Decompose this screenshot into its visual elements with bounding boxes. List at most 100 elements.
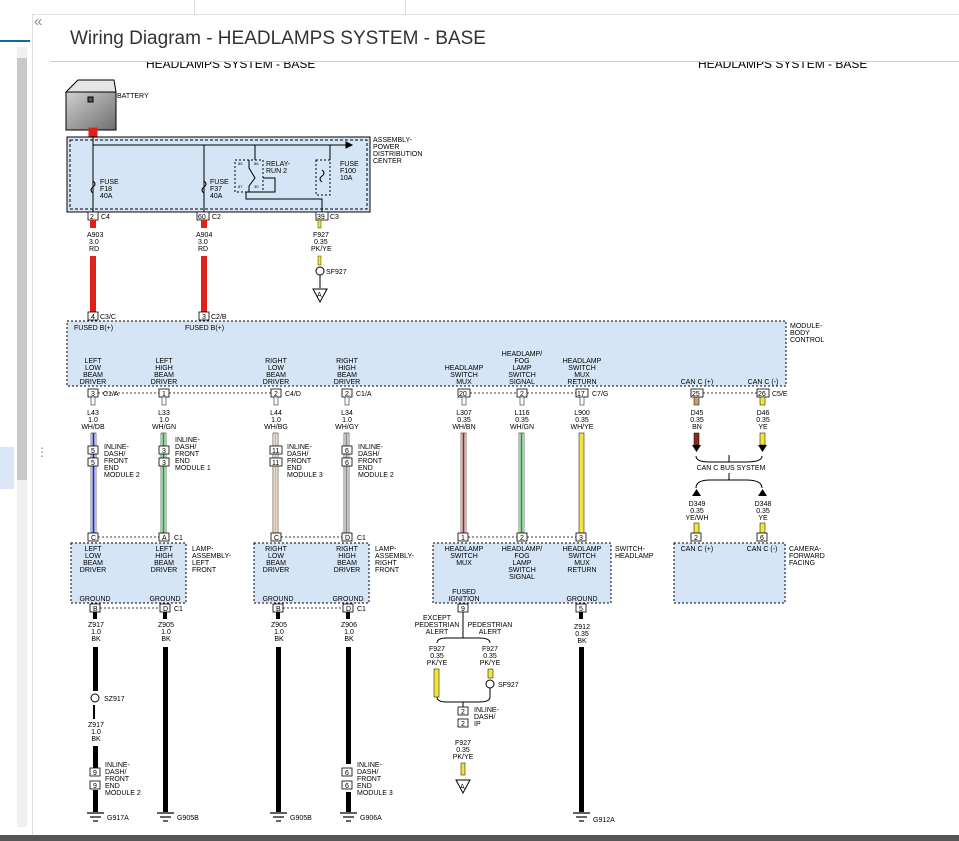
pin-5: 5 bbox=[579, 606, 583, 613]
bcm-rlb-1: RIGHT bbox=[265, 358, 288, 365]
power-distribution-center[interactable] bbox=[66, 136, 371, 213]
bcm-llb-1: LEFT bbox=[84, 358, 102, 365]
d349-gauge: 0.35 bbox=[690, 508, 704, 515]
f927-id: F927 bbox=[313, 232, 329, 239]
z906-gauge: 1.0 bbox=[344, 629, 354, 636]
d349-color: YE/WH bbox=[686, 515, 709, 522]
left-side-panel bbox=[0, 14, 33, 841]
conn-c1: C1 bbox=[357, 606, 366, 613]
diagram-header-right: HEADLAMPS SYSTEM - BASE bbox=[698, 62, 867, 71]
conn-c1: C1 bbox=[357, 535, 366, 542]
d348-gauge: 0.35 bbox=[756, 508, 770, 515]
bcm-llb-4: DRIVER bbox=[80, 379, 106, 386]
rf-title-1: LAMP- bbox=[375, 546, 397, 553]
d348-id: D348 bbox=[755, 501, 772, 508]
wiring-diagram[interactable]: HEADLAMPS SYSTEM - BASE HEADLAMPS SYSTEM… bbox=[50, 62, 959, 835]
double-chevron-left-icon: « bbox=[34, 13, 43, 30]
wire-l34-tracer bbox=[345, 433, 348, 533]
pin-box bbox=[690, 532, 702, 542]
pdc-label-3: DISTRIBUTION bbox=[373, 151, 422, 158]
camera-forward-facing[interactable] bbox=[673, 542, 786, 604]
a904-gauge: 3.0 bbox=[198, 239, 208, 246]
splice-sz917-label: SZ917 bbox=[104, 696, 125, 703]
a903-id: A903 bbox=[87, 232, 103, 239]
bcm-hfl-2: FOG bbox=[514, 358, 529, 365]
conn-c1a-2: C1/A bbox=[356, 391, 372, 398]
pin-2c: 2 bbox=[520, 391, 524, 398]
wire-l33-tracer bbox=[162, 433, 165, 533]
pin-c: C bbox=[274, 535, 279, 542]
z905b-color: BK bbox=[274, 636, 284, 643]
bcm-hfl-1: HEADLAMP/ bbox=[502, 351, 543, 358]
sw-fog-1: HEADLAMP/ bbox=[502, 546, 543, 553]
pin-box bbox=[341, 767, 353, 777]
l34-color: WH/GY bbox=[335, 424, 359, 431]
pin-9: 9 bbox=[461, 606, 465, 613]
lf-low-4: DRIVER bbox=[80, 567, 106, 574]
sw-mux-3: MUX bbox=[456, 560, 472, 567]
pin-box bbox=[457, 706, 469, 716]
rf-ground-1: GROUND bbox=[262, 596, 293, 603]
fuse-f37-l3: 40A bbox=[210, 193, 223, 200]
inline-pin: 2 bbox=[461, 721, 465, 728]
vertical-dots-icon: ⋮ bbox=[36, 445, 48, 459]
f927-gauge: 0.35 bbox=[314, 239, 328, 246]
z912-gauge: 0.35 bbox=[575, 631, 589, 638]
conn-c4d: C4/D bbox=[285, 391, 301, 398]
pin-box bbox=[198, 311, 210, 321]
resize-handle[interactable]: ⋮ bbox=[36, 446, 48, 458]
z905-gauge: 1.0 bbox=[161, 629, 171, 636]
bcm-hsr-1: HEADLAMP bbox=[563, 358, 602, 365]
f927c-id: F927 bbox=[455, 740, 471, 747]
z917b-gauge: 1.0 bbox=[91, 729, 101, 736]
pin-2: 2 bbox=[694, 535, 698, 542]
inline-ip-2: DASH/ bbox=[474, 714, 495, 721]
top-tab-bar bbox=[0, 0, 959, 15]
pin-a: A bbox=[162, 535, 167, 542]
inline-pin: 2 bbox=[461, 709, 465, 716]
inline-pin: 6 bbox=[345, 783, 349, 790]
scrollbar-thumb[interactable] bbox=[17, 58, 27, 480]
bcm-rhb-4: DRIVER bbox=[334, 379, 360, 386]
bcm-fused-1: FUSED B(+) bbox=[74, 325, 113, 332]
l33-color: WH/GN bbox=[152, 424, 176, 431]
wire-l116-tracer bbox=[520, 433, 523, 533]
wire-f927a bbox=[433, 668, 440, 698]
pin-box bbox=[315, 211, 329, 221]
body-control-module[interactable] bbox=[66, 320, 787, 387]
conn-c3c: C3/C bbox=[100, 314, 116, 321]
ll-l1: INLINE- bbox=[105, 762, 131, 769]
lf-low-3: BEAM bbox=[83, 560, 103, 567]
lr-l2: DASH/ bbox=[357, 769, 378, 776]
selected-item-highlight[interactable] bbox=[0, 447, 14, 489]
z917-color: BK bbox=[91, 636, 101, 643]
pin-box bbox=[87, 445, 99, 455]
fuse-f37-l1: FUSE bbox=[210, 179, 229, 186]
collapse-panel-button[interactable]: « bbox=[34, 14, 42, 29]
ground-g905b: G905B bbox=[177, 815, 199, 822]
inline-pin: 9 bbox=[93, 770, 97, 777]
bcm-rhb-2: HIGH bbox=[338, 365, 356, 372]
pin-box bbox=[341, 445, 353, 455]
inline4-l1: INLINE- bbox=[358, 444, 384, 451]
relay-pin-85: 85 bbox=[238, 161, 243, 166]
pin-box bbox=[89, 767, 101, 777]
sw-ret-4: RETURN bbox=[567, 567, 596, 574]
wire-a904 bbox=[201, 256, 207, 312]
lamp-assembly-right-front[interactable] bbox=[253, 542, 370, 604]
wire-z912 bbox=[579, 647, 584, 812]
fuse-f100-l1: FUSE bbox=[340, 161, 359, 168]
a904-id: A904 bbox=[196, 232, 212, 239]
inline2-l2: DASH/ bbox=[175, 444, 196, 451]
f927c-gauge: 0.35 bbox=[456, 747, 470, 754]
switch-headlamp[interactable] bbox=[432, 542, 612, 604]
conn-c2: C2 bbox=[212, 214, 221, 221]
rf-low-2: LOW bbox=[268, 553, 284, 560]
lf-title-2: ASSEMBLY- bbox=[192, 553, 232, 560]
conn-c5e: C5/E bbox=[772, 391, 788, 398]
lamp-assembly-left-front[interactable] bbox=[70, 542, 187, 604]
fuse-f37-symbol bbox=[201, 180, 207, 194]
bcm-hsr-3: MUX bbox=[574, 372, 590, 379]
ll-l4: END bbox=[105, 783, 120, 790]
pin-c3c: 4 bbox=[91, 314, 95, 321]
